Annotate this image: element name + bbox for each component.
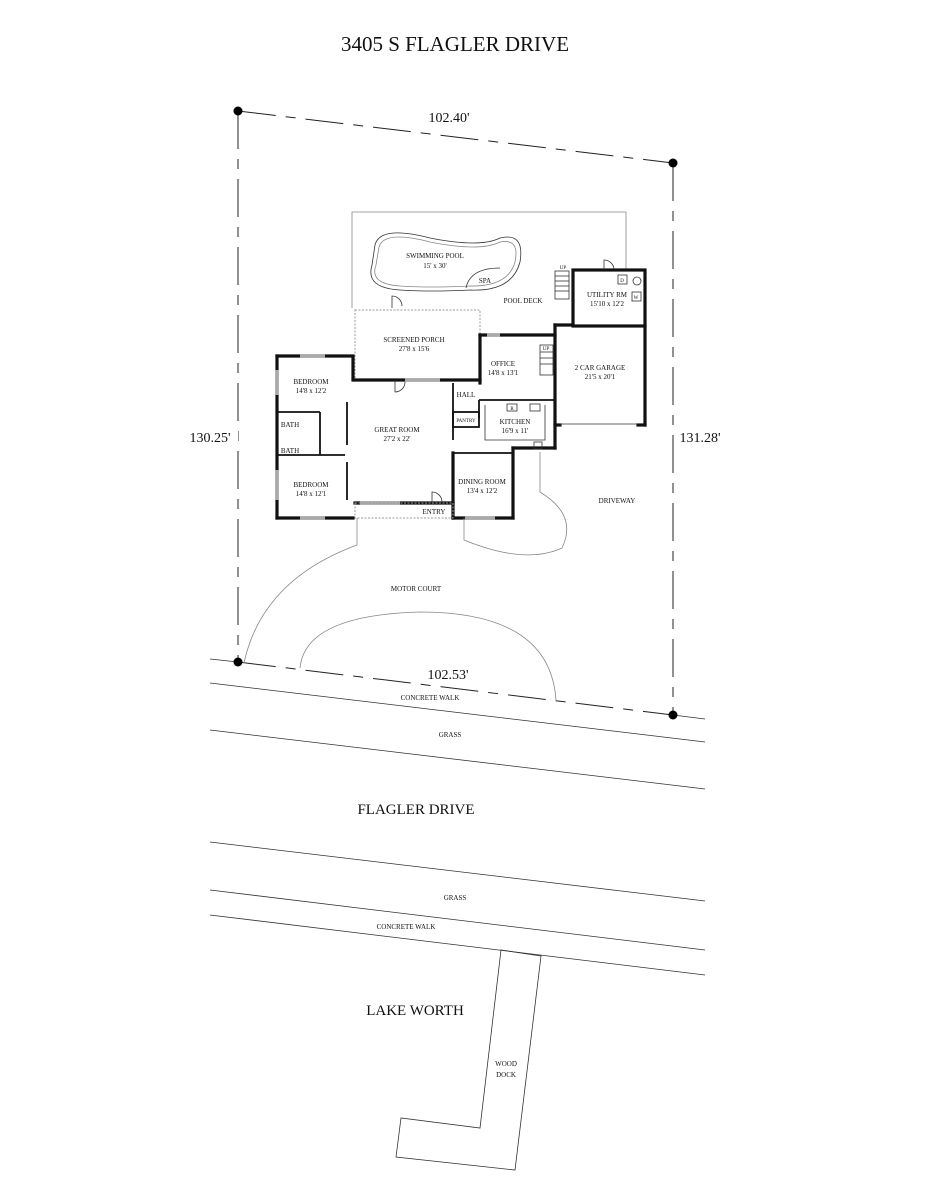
bath-label: BATH bbox=[281, 447, 299, 455]
corner-marker bbox=[668, 158, 678, 168]
bedroom-size: 14'8 x 12'1 bbox=[296, 490, 327, 498]
spa-label: SPA bbox=[479, 277, 491, 285]
grass-label: GRASS bbox=[439, 731, 462, 739]
bath-label: BATH bbox=[281, 421, 299, 429]
pantry-label: PANTRY bbox=[456, 419, 476, 424]
kitchen-size: 16'9 x 11' bbox=[502, 427, 529, 435]
grass-label: GRASS bbox=[444, 894, 467, 902]
office-label: OFFICE bbox=[491, 360, 515, 368]
street-lines bbox=[209, 682, 706, 976]
office-size: 14'8 x 13'1 bbox=[488, 369, 519, 377]
property-boundary bbox=[209, 106, 706, 720]
bedroom-label: BEDROOM bbox=[293, 378, 329, 386]
driveway-label: DRIVEWAY bbox=[599, 497, 636, 505]
plan-title: 3405 S FLAGLER DRIVE bbox=[341, 32, 569, 56]
corner-marker bbox=[233, 657, 243, 667]
screened-porch-size: 27'8 x 15'6 bbox=[399, 345, 430, 353]
pool-deck bbox=[351, 211, 627, 308]
washer-icon: W bbox=[634, 296, 639, 301]
dock-label: WOOD bbox=[495, 1060, 517, 1068]
bedroom-label: BEDROOM bbox=[293, 481, 329, 489]
dining-room-label: DINING ROOM bbox=[458, 478, 506, 486]
dining-room-size: 13'4 x 12'2 bbox=[467, 487, 498, 495]
utility-room-label: UTILITY RM bbox=[587, 291, 628, 299]
north-dimension: 102.40' bbox=[428, 111, 469, 126]
lake-label: LAKE WORTH bbox=[366, 1003, 464, 1019]
stairs bbox=[539, 270, 570, 376]
stair-up-label: UP bbox=[543, 347, 550, 352]
pool-deck-label: POOL DECK bbox=[504, 297, 543, 305]
driveway-outline bbox=[243, 452, 568, 701]
south-dimension: 102.53' bbox=[427, 668, 468, 683]
east-dimension: 131.28' bbox=[679, 431, 720, 446]
great-room-size: 27'2 x 22' bbox=[383, 435, 410, 443]
motor-court-label: MOTOR COURT bbox=[391, 585, 442, 593]
kitchen-label: KITCHEN bbox=[500, 418, 531, 426]
bedroom-size: 14'8 x 12'2 bbox=[296, 387, 327, 395]
hall-label: HALL bbox=[457, 391, 476, 399]
range-icon: R bbox=[510, 407, 514, 412]
west-dimension: 130.25' bbox=[189, 431, 230, 446]
great-room-label: GREAT ROOM bbox=[374, 426, 420, 434]
garage-size: 21'5 x 20'1 bbox=[585, 373, 616, 381]
dock-label: DOCK bbox=[496, 1071, 516, 1079]
corner-marker bbox=[233, 106, 243, 116]
swimming-pool-size: 15' x 30' bbox=[423, 262, 447, 270]
screened-porch-label: SCREENED PORCH bbox=[383, 336, 444, 344]
dryer-icon: D bbox=[620, 279, 624, 284]
swimming-pool-outline bbox=[370, 232, 522, 292]
swimming-pool-label: SWIMMING POOL bbox=[406, 252, 464, 260]
street-label: FLAGLER DRIVE bbox=[357, 802, 474, 818]
concrete-walk-label: CONCRETE WALK bbox=[377, 923, 436, 931]
garage-label: 2 CAR GARAGE bbox=[575, 364, 626, 372]
utility-room-size: 15'10 x 12'2 bbox=[590, 300, 625, 308]
entry-label: ENTRY bbox=[423, 508, 446, 516]
concrete-walk-label: CONCRETE WALK bbox=[401, 694, 460, 702]
spa-outline bbox=[465, 267, 501, 289]
stair-up-label: UP bbox=[560, 266, 567, 271]
wood-dock bbox=[395, 949, 542, 1171]
corner-marker bbox=[668, 710, 678, 720]
